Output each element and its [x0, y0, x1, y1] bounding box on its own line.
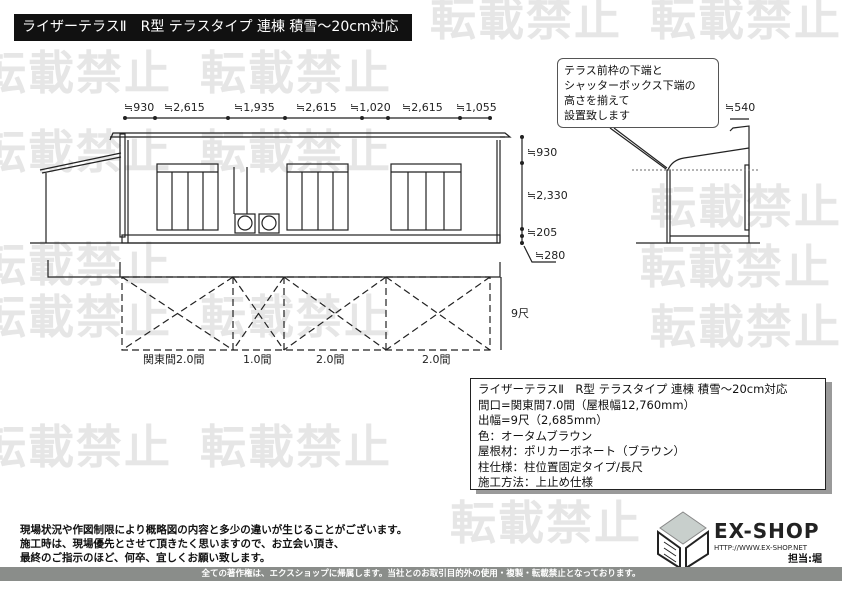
dim-right-2: ≒2,330 [527, 189, 568, 202]
plan-wall [47, 260, 501, 278]
dim-top-4: ≒2,615 [296, 101, 337, 114]
bay-label-1: 関東間2.0間 [143, 353, 205, 366]
callout-line: テラス前枠の下端と [564, 64, 663, 77]
callout-note: テラス前枠の下端と シャッターボックス下端の 高さを揃えて 設置致します [557, 58, 719, 128]
window-3 [390, 163, 462, 231]
dim-right-4: ≒280 [535, 249, 565, 262]
dim-depth: 9尺 [511, 307, 529, 320]
disclaimer-notes: 現場状況や作図制限により概略図の内容と多少の違いが生じることがございます。 施工… [20, 523, 407, 565]
spec-title: ライザーテラスⅡ R型 テラスタイプ 連棟 積雪～20cm対応 [478, 382, 788, 396]
dim-top-3: ≒1,935 [234, 101, 275, 114]
dim-top-5: ≒1,020 [350, 101, 391, 114]
spec-method: 施工方法：上止め仕様 [478, 475, 593, 489]
spec-depth: 出幅=9尺（2,685mm） [478, 413, 608, 427]
dim-top-2: ≒2,615 [164, 101, 205, 114]
dimension-ticks [123, 116, 492, 120]
dim-right-3: ≒205 [527, 226, 557, 239]
terrace-roof [109, 132, 512, 141]
window-1 [156, 163, 219, 231]
person-in-charge: 担当:堀 [788, 554, 822, 565]
spec-roof: 屋根材：ポリカーボネート（ブラウン） [478, 444, 685, 458]
note-line: 施工時は、現場優先とさせて頂きたく思いますので、お立会い頂き、 [20, 538, 345, 550]
side-view [609, 118, 760, 244]
bay-label-2: 1.0間 [243, 353, 272, 366]
callout-line: 設置致します [564, 109, 630, 122]
spec-post: 柱仕様：柱位置固定タイプ/長尺 [478, 459, 643, 474]
dim-top-1: ≒930 [124, 101, 154, 114]
callout-line: 高さを揃えて [564, 94, 630, 107]
spec-box: ライザーテラスⅡ R型 テラスタイプ 連棟 積雪～20cm対応 間口=関東間7.… [470, 378, 826, 490]
callout-line: シャッターボックス下端の [564, 79, 696, 92]
bay-label-4: 2.0間 [422, 353, 451, 366]
dim-top-6: ≒2,615 [402, 101, 443, 114]
window-2 [286, 163, 349, 231]
dim-top-7: ≒1,055 [456, 101, 497, 114]
note-line: 最終のご指示のほど、何卒、宜しくお願い致します。 [20, 552, 271, 564]
plan-bays [121, 276, 491, 351]
page-title: ライザーテラスⅡ R型 テラスタイプ 連棟 積雪～20cm対応 [14, 14, 412, 41]
copyright-footer: 全ての著作権は、エクスショップに帰属します。当社とのお取引目的外の使用・複製・転… [0, 567, 842, 581]
note-line: 現場状況や作図制限により概略図の内容と多少の違いが生じることがございます。 [20, 524, 408, 536]
neighbor-roof [39, 152, 122, 243]
dim-right-1: ≒930 [527, 146, 557, 159]
spec-width: 間口=関東間7.0間（屋根幅12,760mm） [478, 397, 696, 412]
bay-label-3: 2.0間 [316, 353, 345, 366]
logo-name: EX-SHOP [714, 519, 820, 543]
logo-url: HTTP://WWW.EX-SHOP.NET [714, 544, 808, 552]
ac-units [233, 167, 280, 234]
spec-color: 色：オータムブラウン [478, 428, 593, 443]
floor-slab [121, 234, 501, 244]
dim-side: ≒540 [725, 101, 755, 114]
